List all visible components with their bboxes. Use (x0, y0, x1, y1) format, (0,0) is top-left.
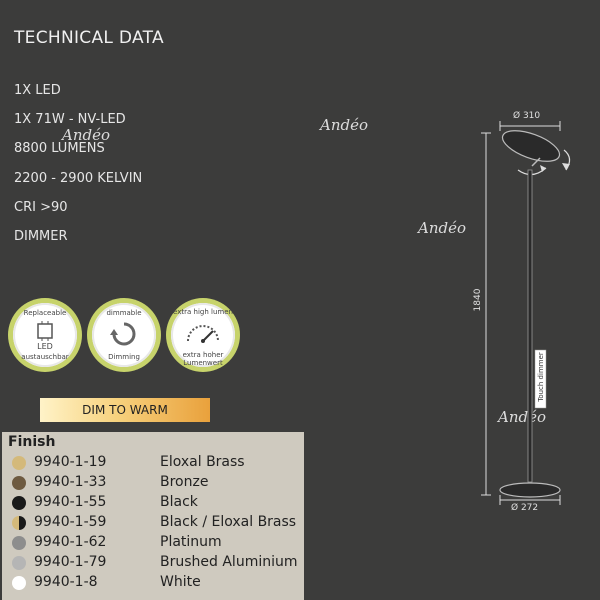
swatch-icon (12, 456, 26, 470)
finish-code: 9940-1-62 (34, 534, 107, 550)
finish-name: White (160, 574, 201, 590)
top-diameter-label: Ø 310 (511, 111, 543, 121)
lamp-base (499, 482, 561, 498)
finish-table: Finish 9940-1-19 Eloxal Brass 9940-1-33 … (2, 432, 304, 600)
extra-high-lumen-badge: extra high lumen extra hoher Lumenwert (166, 298, 240, 372)
spec-dimmer: DIMMER (14, 229, 68, 244)
spec-cri: CRI >90 (14, 200, 68, 215)
finish-row: 9940-1-62 Platinum (12, 533, 302, 553)
finish-code: 9940-1-59 (34, 514, 107, 530)
swatch-icon (12, 576, 26, 590)
finish-name: Eloxal Brass (160, 454, 245, 470)
base-diameter-label: Ø 272 (511, 503, 539, 513)
swatch-icon (12, 476, 26, 490)
touch-dimmer-box (534, 349, 547, 409)
badge-center-text: LED (37, 342, 53, 351)
spec-led-count: 1X LED (14, 83, 61, 98)
led-chip-icon (37, 321, 53, 341)
finish-code: 9940-1-33 (34, 474, 107, 490)
badge-bottom-text: Dimming (108, 353, 140, 361)
spec-lumens: 8800 LUMENS (14, 141, 105, 156)
finish-code: 9940-1-55 (34, 494, 107, 510)
spec-kelvin: 2200 - 2900 KELVIN (14, 171, 143, 186)
page-title: TECHNICAL DATA (14, 28, 164, 48)
swatch-icon (12, 556, 26, 570)
badge-top-text: extra high lumen (173, 308, 233, 316)
badge-top-text: Replaceable (23, 309, 67, 317)
lamp-pole (527, 169, 533, 483)
lamp-head (501, 130, 561, 162)
badge-bottom-text: extra hoher Lumenwert (182, 351, 224, 367)
finish-row: 9940-1-79 Brushed Aluminium (12, 553, 302, 573)
finish-row: 9940-1-8 White (12, 573, 302, 593)
badge-top-text: dimmable (106, 309, 142, 317)
watermark-text: Andéo (62, 126, 111, 144)
finish-code: 9940-1-19 (34, 454, 107, 470)
watermark-text: Andéo (498, 408, 547, 426)
finish-name: Bronze (160, 474, 209, 490)
finish-row: 9940-1-33 Bronze (12, 473, 302, 493)
finish-code: 9940-1-8 (34, 574, 98, 590)
finish-name: Platinum (160, 534, 222, 550)
finish-name: Black / Eloxal Brass (160, 514, 297, 530)
finish-name: Brushed Aluminium (160, 554, 298, 570)
swatch-icon (12, 496, 26, 510)
finish-title: Finish (8, 434, 56, 450)
watermark-text: Andéo (320, 116, 369, 134)
badge-bottom-text: austauschbar (21, 353, 69, 361)
touch-dimmer-label: Touch dimmer (537, 352, 545, 402)
dimming-icon (110, 322, 136, 346)
swatch-icon (12, 536, 26, 550)
swatch-icon (12, 516, 26, 530)
spec-power: 1X 71W - NV-LED (14, 112, 126, 127)
dimmable-badge: dimmable Dimming (87, 298, 161, 372)
finish-row: 9940-1-59 Black / Eloxal Brass (12, 513, 302, 533)
watermark-text: Andéo (418, 219, 467, 237)
height-label: 1840 (473, 280, 483, 320)
lumen-gauge-icon (187, 325, 219, 343)
finish-name: Black (160, 494, 198, 510)
finish-code: 9940-1-79 (34, 554, 107, 570)
finish-row: 9940-1-19 Eloxal Brass (12, 453, 302, 473)
dim-to-warm-bar: DIM TO WARM (40, 398, 210, 422)
replaceable-led-badge: Replaceable LED austauschbar (8, 298, 82, 372)
finish-row: 9940-1-55 Black (12, 493, 302, 513)
